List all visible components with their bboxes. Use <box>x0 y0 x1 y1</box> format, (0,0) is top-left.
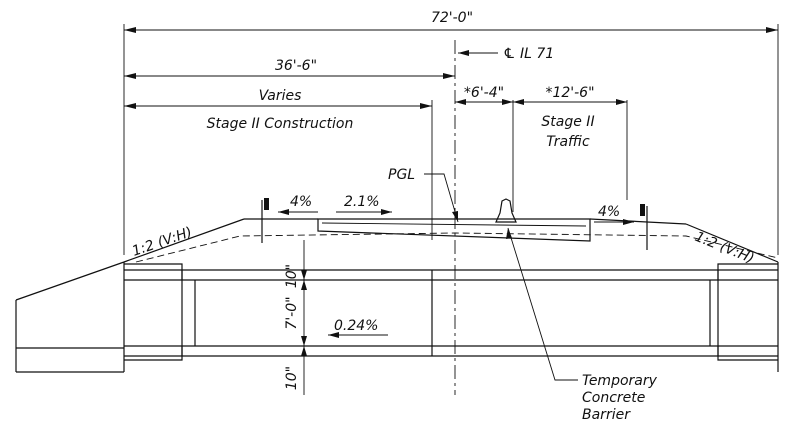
stage2-traffic-label-2: Traffic <box>546 134 590 150</box>
right-sign-post <box>640 204 648 250</box>
stage2-traffic-label-1: Stage II <box>541 114 594 130</box>
varies-dim: Varies <box>259 88 302 104</box>
offset-left-dim: *6'-4" <box>464 85 504 101</box>
slope-deck-cross: 2.1% <box>344 194 380 210</box>
slope-shoulder-right: 4% <box>598 204 620 220</box>
offset-right-dim: *12'-6" <box>545 85 594 101</box>
slope-shoulder-left: 4% <box>290 194 312 210</box>
roadway-profile <box>15 218 779 373</box>
new-pavement <box>317 218 591 242</box>
stage2-construction-label: Stage II Construction <box>207 116 354 132</box>
culvert-flow-slope: 0.24% <box>334 318 378 334</box>
embankment-slope-right: 1:2 (V:H) <box>693 229 757 267</box>
barrier-label-1: Temporary <box>582 373 658 389</box>
box-culvert <box>16 262 779 372</box>
bottom-slab-dim: 10" <box>284 366 300 390</box>
overall-width-dim: 72'-0" <box>431 10 473 26</box>
embankment-slope-left: 1:2 (V:H) <box>130 224 194 259</box>
left-sign-post <box>261 198 269 243</box>
dimension-lines <box>123 24 779 395</box>
temporary-concrete-barrier <box>495 198 517 223</box>
culvert-height-dim: 7'-0" <box>284 296 300 329</box>
barrier-label-3: Barrier <box>582 407 631 423</box>
pgl-label: PGL <box>388 167 415 183</box>
half-width-dim: 36'-6" <box>275 58 317 74</box>
centerline-label: ℄ IL 71 <box>503 46 554 62</box>
top-slab-dim: 10" <box>284 264 300 288</box>
barrier-label-2: Concrete <box>582 390 645 406</box>
